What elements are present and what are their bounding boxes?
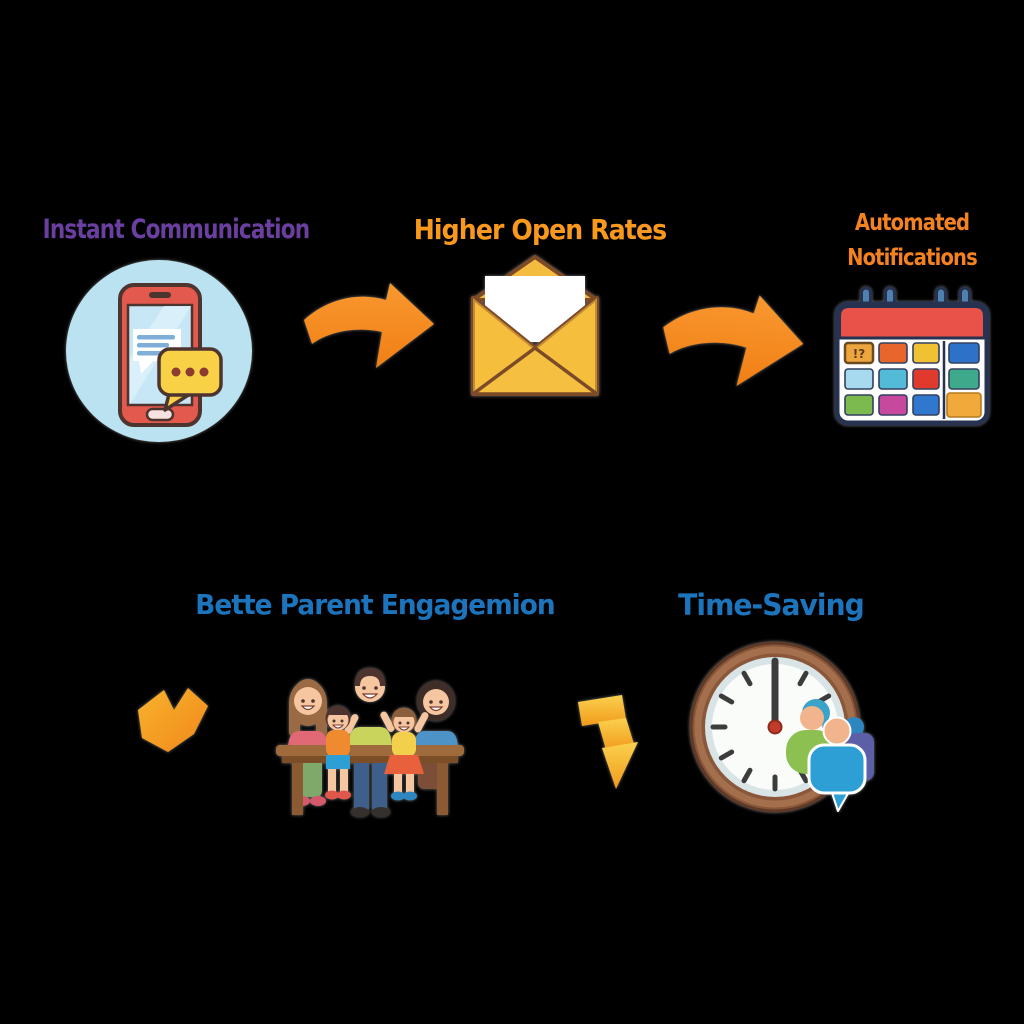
label-instant-communication: Instant Communication — [42, 214, 311, 245]
family-at-table-icon — [276, 668, 464, 817]
label-higher-open-rates: Higher Open Rates — [413, 213, 667, 246]
calendar-icon: !? — [834, 286, 990, 426]
arrow-right-icon-2 — [663, 295, 804, 386]
arrow-zigzag-down-icon — [578, 695, 638, 789]
label-time-saving: Time-Saving — [678, 588, 865, 622]
phone-chat-icon — [66, 260, 252, 442]
arrow-bent-down-icon — [138, 688, 208, 752]
open-envelope-icon — [471, 255, 599, 396]
arrow-right-icon-1 — [304, 283, 434, 368]
calendar-alert-glyph: !? — [853, 347, 865, 361]
label-automated-notifications: Automated Notifications — [847, 210, 978, 271]
clock-center-dot — [767, 719, 783, 735]
label-better-parent-engagement: Bette Parent Engagemion — [195, 588, 555, 621]
clock-with-people-icon — [689, 641, 874, 813]
